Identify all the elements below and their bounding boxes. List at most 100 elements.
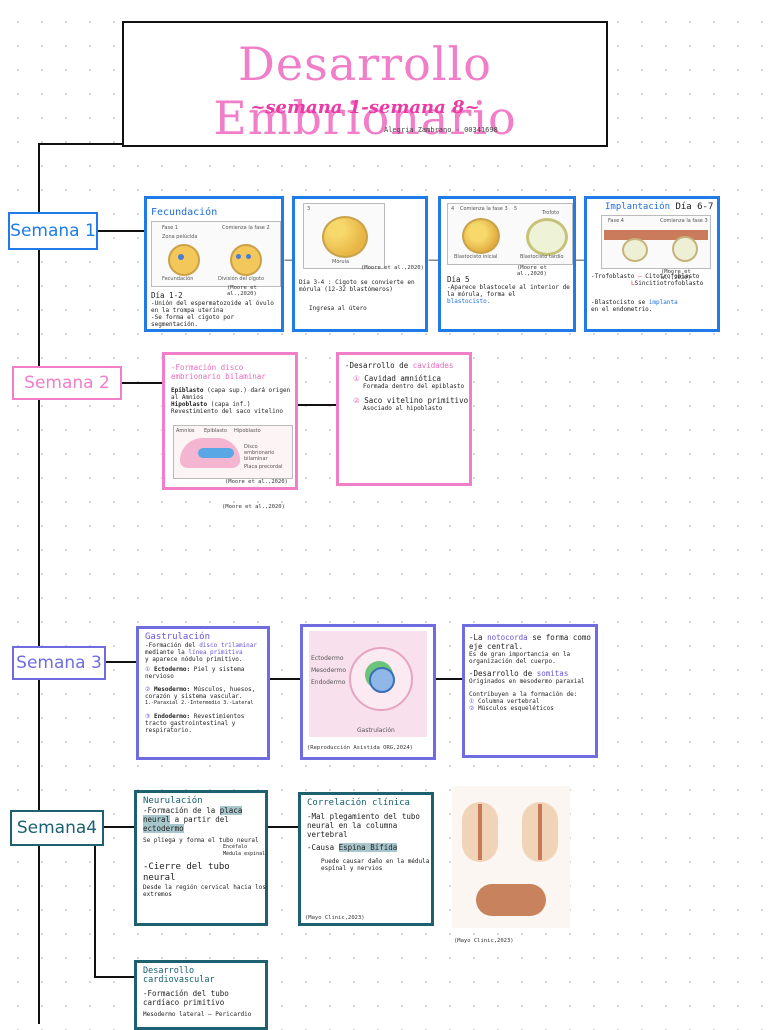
page-subtitle: ~semana 1-semana 8~ [250, 97, 480, 118]
morula-line-2: Ingresa al útero [309, 305, 367, 312]
w2-c2-title: -Desarrollo de [345, 361, 409, 370]
implantacion-figure: Fase 4 Comienza la fase 3 [601, 215, 711, 269]
week-3-label: Semana 3 [12, 646, 106, 680]
fecundacion-figure: Fase 1 Comienza la fase 2 Zona pelúcida … [151, 221, 281, 287]
n-l1b: notocorda [487, 633, 528, 642]
card-gastrulacion: Gastrulación -Formación del disco trilam… [136, 626, 270, 760]
page-title: Desarrollo Embrionario [213, 37, 517, 145]
fecundacion-line-2: -Se forma el cigoto por segmentación. [151, 314, 235, 328]
zona-label: Zona pelúcida [162, 234, 198, 240]
spine-cord-1 [478, 804, 482, 860]
gastrulacion-cite: (Reproducción Asistida ORG,2024) [307, 745, 413, 751]
zygote-nucleus [178, 254, 184, 260]
week-4-label: Semana4 [10, 810, 104, 846]
neu-title: Neurulación [143, 796, 203, 806]
g-l1c: mediante la [145, 649, 185, 656]
card-correlacion-clinica: Correlación clínica -Mal plegamiento del… [298, 792, 434, 926]
w3-to-cards [104, 661, 136, 663]
card-gastrulacion-image: Ectodermo Mesodermo Endodermo Gastrulaci… [300, 624, 436, 760]
w2-card-link [298, 404, 336, 406]
lab-disco: Disco embrionario bilaminar [244, 444, 275, 462]
arrow-1: ⟶ [284, 256, 297, 266]
g-l1d: línea primitiva [188, 649, 243, 656]
cli-l1: -Mal plegamiento del tubo neural en la c… [307, 812, 420, 839]
img-gas: Gastrulación [357, 727, 395, 734]
bilaminar-figure: Amnios Epiblasto Hipoblasto Disco embrio… [173, 425, 293, 479]
neu-l3: -Cierre del tubo neural [143, 862, 230, 883]
week-2-label: Semana 2 [12, 366, 122, 400]
n-l5: Contribuyen a la formación de: [469, 691, 578, 698]
w2-amnio: Cavidad amniótica [364, 374, 442, 383]
fase-1-label: Fase 1 [162, 225, 178, 231]
w2-to-cards [120, 382, 162, 384]
card-neurulacion: Neurulación -Formación de la placa neura… [134, 790, 268, 926]
title-connector [38, 143, 124, 145]
card-cavidades: -Desarrollo de cavidades ① Cavidad amnió… [336, 352, 472, 486]
lab-hipoblasto: Hipoblasto [234, 428, 261, 434]
blastocisto-line-1: -Aparece blastocele al interior de la mó… [447, 284, 570, 298]
w4-to-cardio [94, 976, 134, 978]
morula-caption: Mórula [332, 259, 350, 265]
img-meso: Mesodermo [311, 667, 347, 674]
cli-title: Correlación clínica [307, 798, 410, 808]
lab-placa: Placa precordal [244, 464, 283, 470]
morula-number: 3 [307, 206, 311, 212]
week-1-label: Semana 1 [8, 212, 98, 250]
card-notocorda: -La notocorda se forma como eje central.… [462, 624, 598, 758]
baby-illustration [476, 884, 546, 916]
lab-epiblasto: Epiblasto [204, 428, 227, 434]
imp-fase-3: Comienza la fase 3 [660, 218, 708, 224]
gastrulacion-figure: Ectodermo Mesodermo Endodermo Gastrulaci… [309, 631, 427, 737]
w2-epi: Epiblasto [171, 387, 204, 394]
imp-blasto: -Blastocisto se [591, 299, 646, 306]
week-3-text: Semana 3 [16, 653, 102, 673]
w2-saco: Saco vitelino primitivo [364, 396, 469, 405]
blastocisto-cite: (Moore et al.,2020) [517, 265, 547, 277]
neu-l4: Desde la región cervical hacia los extre… [143, 884, 266, 898]
card-cardiovascular: Desarrollo cardiovascular -Formación del… [134, 960, 268, 1030]
imp-cito: Citotrofoblasto [645, 273, 700, 280]
cli-l3: Puede causar daño en la médula espinal y… [321, 858, 430, 872]
morula-cell [322, 216, 368, 258]
blast-cap-2: Blastocisto tardío [520, 254, 564, 260]
week-1-text: Semana 1 [10, 221, 96, 241]
w2-c1-title: -Formación disco embrionario bilaminar [171, 363, 266, 381]
fecundacion-title: Fecundación [151, 207, 218, 218]
cli-l2: -Causa [307, 843, 335, 852]
g-meso: Mesodermo: [154, 686, 191, 693]
w4-link-1 [268, 826, 298, 828]
w2-saco-note: Asociado al hipoblasto [363, 405, 443, 412]
dividing-cell [230, 244, 262, 276]
cli-cite: (Mayo Clinic,2023) [305, 915, 365, 921]
n-l6: Columna vertebral [478, 698, 540, 705]
neu-l1d: ectodermo [143, 824, 184, 833]
endometrium-band [604, 230, 708, 240]
gastrulacion-title: Gastrulación [145, 632, 211, 642]
implantacion-title: Implantación [605, 202, 671, 212]
morula-line-1: Día 3-4 : Cigoto se convierte en mórula … [299, 279, 415, 293]
g-l2: y aparece nódulo primitivo. [145, 656, 243, 663]
neu-l1: -Formación de la [143, 806, 216, 815]
arrow-2: ⟶ [428, 256, 441, 266]
week-2-text: Semana 2 [24, 373, 110, 393]
spine-cord-2 [538, 804, 542, 860]
dividing-nucleus-1 [236, 254, 241, 259]
fase-2-label: Comienza la fase 2 [222, 225, 270, 231]
imp-trofo: -Trofoblasto [591, 273, 635, 280]
g-meso-side: 1.-Paraxial 2.-Intermedio 3.-Lateral [145, 700, 254, 706]
fecundacion-cite: (Moore et al.,2020) [227, 285, 257, 297]
img-ecto: Ectodermo [311, 655, 344, 662]
g-ecto: Ectodermo: [154, 666, 191, 673]
fecundacion-line-1: -Unión del espermatozoide al óvulo en la… [151, 300, 274, 314]
g-endo-note: Revestimientos tracto gastrointestinal y… [145, 713, 245, 734]
cli-l2b: Espina Bífida [338, 843, 398, 852]
n-l4: Originados en mesodermo paraxial [469, 678, 585, 685]
w3-link-1 [270, 678, 300, 680]
espina-bifida-image [452, 786, 570, 928]
n-l2: Es de gran importancia en la organizació… [469, 651, 571, 665]
g-l1: -Formación del [145, 642, 196, 649]
neu-l1c: a partir del [174, 815, 229, 824]
author-name: Alegria Zambrano - 00341698 [384, 126, 498, 134]
w1-to-cards [96, 230, 146, 232]
w2-epi-note: (capa sup.) dará origen al Amnios [171, 387, 291, 401]
